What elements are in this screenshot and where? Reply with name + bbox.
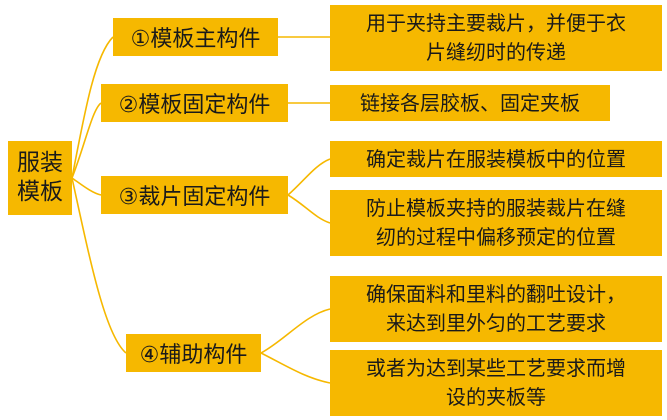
connector-branch3-leaf4 bbox=[287, 194, 331, 224]
connector-branch4-leaf6 bbox=[260, 352, 331, 384]
connector-root-branch2 bbox=[71, 102, 102, 179]
leaf-text-line2: 设的夹板等 bbox=[446, 385, 546, 409]
branch-node-fixing: ②模板固定构件 bbox=[101, 84, 288, 122]
leaf-text-line1: 防止模板夹持的服装裁片在缝 bbox=[366, 196, 626, 220]
leaf-text-line1: 链接各层胶板、固定夹板 bbox=[360, 90, 580, 115]
leaf-node-1: 用于夹持主要裁片，并便于衣 片缝纫时的传递 bbox=[330, 5, 662, 71]
connector-root-branch1 bbox=[71, 36, 114, 179]
connector-branch4-leaf5 bbox=[260, 308, 331, 354]
leaf-text-line2: 来达到里外匀的工艺要求 bbox=[386, 311, 606, 335]
leaf-node-6: 或者为达到某些工艺要求而增 设的夹板等 bbox=[330, 350, 662, 416]
leaf-node-5: 确保面料和里料的翻吐设计， 来达到里外匀的工艺要求 bbox=[330, 276, 662, 342]
root-label-line2: 模板 bbox=[17, 179, 63, 205]
leaf-node-2: 链接各层胶板、固定夹板 bbox=[330, 85, 610, 121]
branch-node-auxiliary: ④辅助构件 bbox=[126, 334, 261, 372]
connector-root-branch4 bbox=[71, 177, 127, 354]
connector-branch3-leaf3 bbox=[287, 158, 331, 196]
leaf-text-line1: 确定裁片在服装模板中的位置 bbox=[366, 146, 626, 171]
leaf-text-line1: 用于夹持主要裁片，并便于衣 bbox=[366, 11, 626, 35]
leaf-text-line2: 纫的过程中偏移预定的位置 bbox=[376, 225, 616, 249]
branch-node-main: ①模板主构件 bbox=[113, 18, 278, 56]
branch-node-cutpiece-fixing: ③裁片固定构件 bbox=[101, 176, 288, 214]
root-node: 服装 模板 bbox=[8, 141, 72, 215]
leaf-text-line2: 片缝纫时的传递 bbox=[426, 40, 566, 64]
leaf-node-3: 确定裁片在服装模板中的位置 bbox=[330, 141, 662, 177]
root-label-line1: 服装 bbox=[17, 150, 63, 176]
connector-root-branch3 bbox=[71, 177, 102, 196]
leaf-text-line1: 确保面料和里料的翻吐设计， bbox=[366, 282, 626, 306]
leaf-node-4: 防止模板夹持的服装裁片在缝 纫的过程中偏移预定的位置 bbox=[330, 190, 662, 256]
leaf-text-line1: 或者为达到某些工艺要求而增 bbox=[366, 356, 626, 380]
